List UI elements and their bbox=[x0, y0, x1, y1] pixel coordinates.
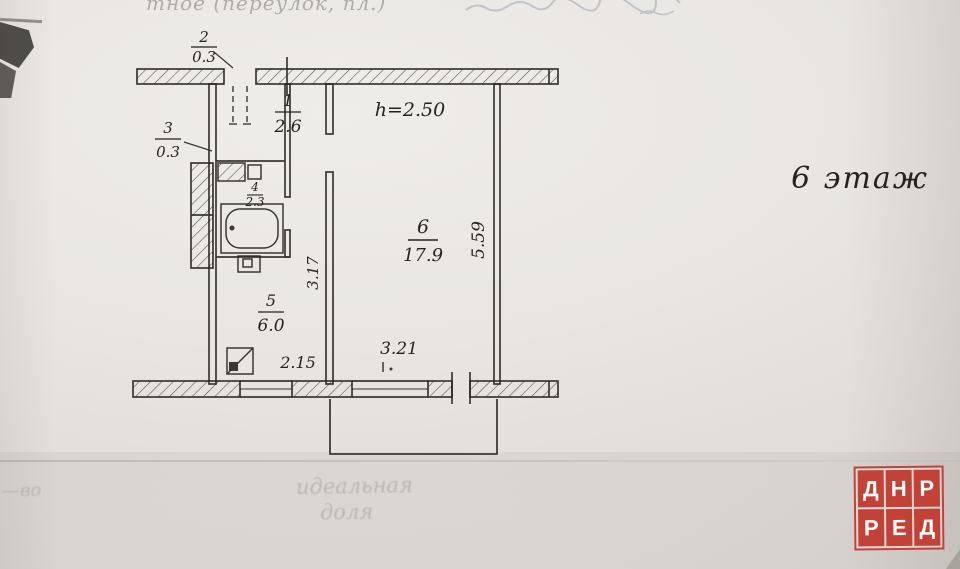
dnr-red-stamp: Д Н Р Р Е Д bbox=[853, 465, 945, 551]
wall-segment bbox=[291, 380, 353, 398]
kitchen-sink-bowl bbox=[242, 258, 253, 268]
room5-number: 5 bbox=[266, 291, 276, 310]
interior-wall bbox=[325, 171, 334, 385]
wall-segment bbox=[255, 68, 559, 85]
room1-area: 2.6 bbox=[273, 117, 301, 137]
ceiling-height-label: h=2.50 bbox=[375, 99, 445, 121]
room4-number: 4 bbox=[250, 180, 259, 194]
plan-labels: 2 0.3 3 0.3 1 2.6 h=2.50 4 2.3 5 6.0 6 1… bbox=[155, 28, 929, 372]
room2-number: 2 bbox=[198, 28, 209, 46]
stamp-letter: Д bbox=[914, 508, 941, 546]
paper-crease bbox=[0, 460, 960, 462]
scan-artifact bbox=[0, 62, 16, 98]
wall-segment bbox=[136, 68, 225, 85]
entry-door bbox=[229, 86, 251, 125]
wall-segment bbox=[469, 380, 559, 398]
label-leaders bbox=[183, 51, 234, 152]
wall-segment bbox=[132, 380, 241, 398]
room6-right-wall bbox=[493, 83, 501, 385]
bathtub bbox=[220, 203, 284, 254]
stove-burner bbox=[229, 362, 238, 371]
dim-dot bbox=[389, 367, 393, 371]
stamp-letter: Р bbox=[913, 469, 940, 507]
stamp-letter: Е bbox=[886, 508, 913, 547]
dim-kitchen-width: 2.15 bbox=[279, 353, 316, 372]
room2-area: 0.3 bbox=[192, 48, 216, 66]
stamp-letter: Д bbox=[857, 470, 884, 508]
bathroom-wall bbox=[284, 229, 291, 258]
exterior-walls bbox=[132, 68, 559, 398]
faded-handwriting-squiggle bbox=[465, 0, 681, 16]
room6-area: 17.9 bbox=[403, 245, 443, 266]
paper-shadow-band bbox=[0, 452, 960, 569]
fixtures bbox=[217, 162, 393, 375]
room3-number: 3 bbox=[163, 119, 173, 137]
room5-area: 6.0 bbox=[257, 316, 284, 336]
room1-number: 1 bbox=[283, 91, 293, 110]
bathtub-drain bbox=[229, 225, 235, 231]
dim-room6-depth: 5.59 bbox=[469, 221, 489, 259]
stove bbox=[226, 347, 254, 375]
room3-area: 0.3 bbox=[156, 143, 180, 161]
wall-lines bbox=[191, 57, 550, 397]
dim-room6-width: 3.21 bbox=[380, 339, 418, 359]
interior-wall bbox=[325, 83, 334, 135]
left-wall bbox=[208, 83, 217, 385]
washbasin bbox=[217, 162, 246, 182]
cut-off-header-text: тное (переулок, пл.) bbox=[146, 0, 387, 15]
room4-area: 2.3 bbox=[244, 195, 264, 209]
kitchen-sink bbox=[237, 255, 261, 273]
bathtub-inner bbox=[225, 208, 279, 249]
room6-number: 6 bbox=[417, 216, 429, 238]
floor-number-note: 6 этаж bbox=[791, 161, 929, 196]
bath-shelf bbox=[247, 164, 262, 180]
windows bbox=[240, 380, 428, 398]
wall-segment bbox=[427, 380, 453, 398]
stamp-letter: Н bbox=[885, 469, 912, 508]
stamp-letter: Р bbox=[858, 509, 885, 547]
balcony-outline bbox=[329, 399, 498, 455]
dim-corridor-depth: 3.17 bbox=[304, 256, 322, 290]
balcony-door bbox=[451, 372, 471, 404]
